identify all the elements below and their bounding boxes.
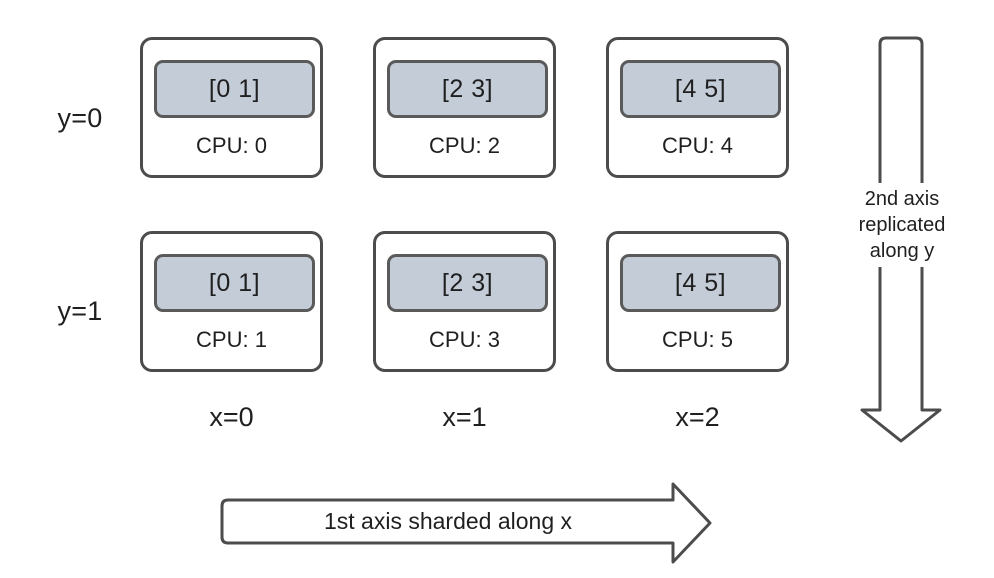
shard-box: [4 5] xyxy=(620,60,781,118)
device-cell-x1-y1[interactable]: [2 3] CPU: 3 xyxy=(373,231,556,372)
down-arrow-caption-line-3: along y xyxy=(869,240,935,262)
device-cell-x0-y1[interactable]: [0 1] CPU: 1 xyxy=(140,231,323,372)
col-label-x2: x=2 xyxy=(675,402,720,432)
down-arrow-caption-line-1: 2nd axis xyxy=(864,188,940,210)
device-cell-x0-y0[interactable]: [0 1] CPU: 0 xyxy=(140,37,323,178)
right-arrow-caption: 1st axis sharded along x xyxy=(323,508,573,534)
row-label-y1: y=1 xyxy=(57,296,103,326)
row-label-y0: y=0 xyxy=(57,103,103,133)
col-label-x0: x=0 xyxy=(209,402,254,432)
cpu-label: CPU: 1 xyxy=(196,327,267,352)
shard-box: [4 5] xyxy=(620,254,781,312)
device-cell-x1-y0[interactable]: [2 3] CPU: 2 xyxy=(373,37,556,178)
device-cell-x2-y0[interactable]: [4 5] CPU: 4 xyxy=(606,37,789,178)
cpu-label: CPU: 2 xyxy=(429,133,500,158)
device-cell-x2-y1[interactable]: [4 5] CPU: 5 xyxy=(606,231,789,372)
shard-box: [0 1] xyxy=(154,60,315,118)
down-arrow-caption: 2nd axis replicated along y xyxy=(838,183,966,267)
col-label-x1: x=1 xyxy=(442,402,487,432)
shard-box: [2 3] xyxy=(387,254,548,312)
shard-box: [0 1] xyxy=(154,254,315,312)
shard-box: [2 3] xyxy=(387,60,548,118)
cpu-label: CPU: 3 xyxy=(429,327,500,352)
cpu-label: CPU: 0 xyxy=(196,133,267,158)
cpu-label: CPU: 5 xyxy=(662,327,733,352)
down-arrow-caption-line-2: replicated xyxy=(858,214,946,236)
cpu-label: CPU: 4 xyxy=(662,133,733,158)
